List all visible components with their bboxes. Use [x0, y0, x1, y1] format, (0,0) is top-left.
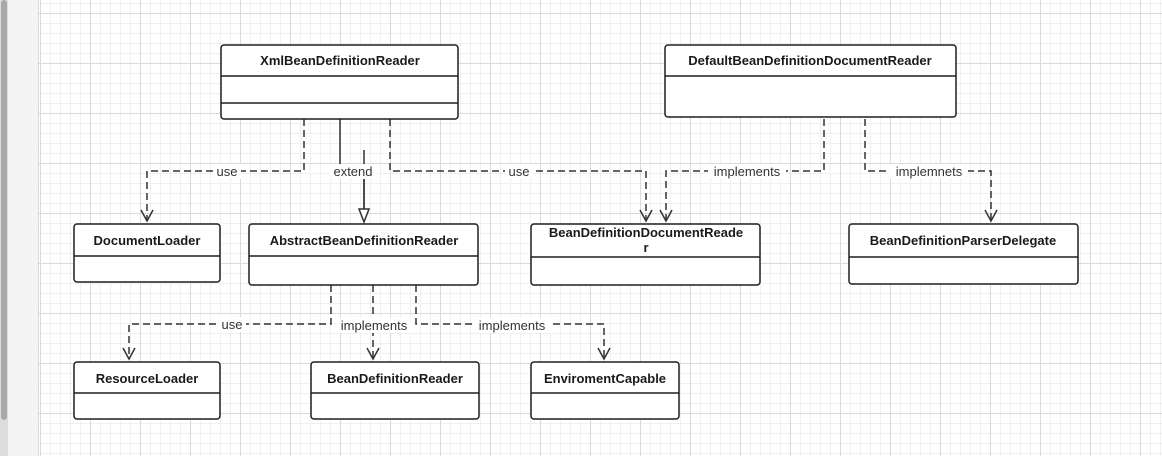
- edge-xml-extend-abstract: extend: [329, 119, 377, 225]
- class-name: BeanDefinitionParserDelegate: [870, 233, 1056, 248]
- scrollbar-thumb[interactable]: [1, 0, 7, 420]
- edge-xml-use-documentreader: use: [389, 119, 653, 223]
- edge-default-implemnets-delegate: implemnets: [864, 119, 998, 223]
- class-xmlbeandefinitionreader[interactable]: XmlBeanDefinitionReader: [220, 44, 459, 120]
- class-documentloader[interactable]: DocumentLoader: [73, 223, 221, 283]
- edge-label-implements: implements: [714, 164, 781, 179]
- class-name: EnviromentCapable: [544, 371, 666, 386]
- edge-label-use: use: [509, 164, 530, 179]
- diagram-canvas[interactable]: use extend use implements implemnets use: [39, 0, 1162, 456]
- class-name-line2: r: [643, 240, 648, 255]
- edge-label-extend: extend: [333, 164, 372, 179]
- class-defaultbeandefinitiondocumentreader[interactable]: DefaultBeanDefinitionDocumentReader: [664, 44, 957, 118]
- class-name: ResourceLoader: [96, 371, 199, 386]
- class-name: DefaultBeanDefinitionDocumentReader: [688, 53, 931, 68]
- edge-default-implements-documentreader: implements: [659, 119, 825, 223]
- class-name: BeanDefinitionReader: [327, 371, 463, 386]
- class-name: AbstractBeanDefinitionReader: [270, 233, 459, 248]
- edge-abstract-implements-beandefinitionreader: implements: [336, 285, 412, 361]
- canvas-gutter: [8, 0, 39, 456]
- edge-label-use: use: [222, 317, 243, 332]
- vertical-scrollbar[interactable]: [0, 0, 8, 456]
- edge-label-implements: implements: [479, 318, 546, 333]
- class-name: DocumentLoader: [94, 233, 201, 248]
- class-name-line1: BeanDefinitionDocumentReade: [549, 225, 743, 240]
- edge-label-use: use: [217, 164, 238, 179]
- edge-label-implemnets: implemnets: [896, 164, 963, 179]
- class-name: XmlBeanDefinitionReader: [260, 53, 420, 68]
- class-beandefinitiondocumentreader[interactable]: BeanDefinitionDocumentReade r: [530, 223, 761, 286]
- class-beandefinitionparserdelegate[interactable]: BeanDefinitionParserDelegate: [848, 223, 1079, 285]
- uml-diagram: use extend use implements implemnets use: [73, 44, 1079, 420]
- edge-label-implements: implements: [341, 318, 408, 333]
- edge-abstract-use-resourceloader: use: [122, 285, 332, 361]
- class-beandefinitionreader[interactable]: BeanDefinitionReader: [310, 361, 480, 420]
- class-resourceloader[interactable]: ResourceLoader: [73, 361, 221, 420]
- class-enviromentcapable[interactable]: EnviromentCapable: [530, 361, 680, 420]
- class-abstractbeandefinitionreader[interactable]: AbstractBeanDefinitionReader: [248, 223, 479, 286]
- edge-xml-use-documentloader: use: [140, 119, 305, 223]
- edge-abstract-implements-enviromentcapable: implements: [415, 285, 611, 361]
